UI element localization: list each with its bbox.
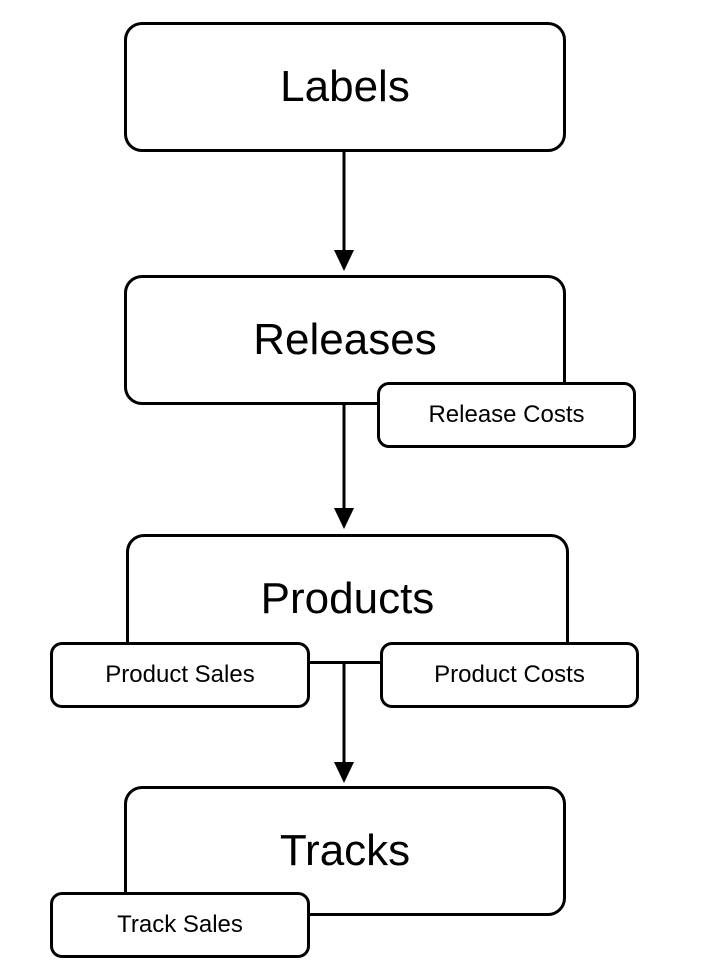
node-product-sales-text: Product Sales <box>105 661 255 688</box>
arrow-releases-to-products <box>334 404 354 529</box>
node-product-sales: Product Sales <box>50 642 310 708</box>
node-labels-text: Labels <box>280 62 410 111</box>
node-labels: Labels <box>124 22 566 152</box>
arrow-products-to-tracks <box>334 662 354 783</box>
node-release-costs: Release Costs <box>377 382 636 448</box>
node-tracks: Tracks <box>124 786 566 916</box>
node-tracks-text: Tracks <box>279 826 411 875</box>
node-products: Products <box>126 534 569 664</box>
arrow-labels-to-releases <box>334 152 354 271</box>
node-track-sales: Track Sales <box>50 892 310 958</box>
node-release-costs-text: Release Costs <box>428 401 585 428</box>
node-product-costs: Product Costs <box>380 642 639 708</box>
node-track-sales-text: Track Sales <box>117 911 243 938</box>
node-products-text: Products <box>260 574 435 623</box>
node-releases-text: Releases <box>253 315 437 364</box>
node-product-costs-text: Product Costs <box>434 661 585 688</box>
